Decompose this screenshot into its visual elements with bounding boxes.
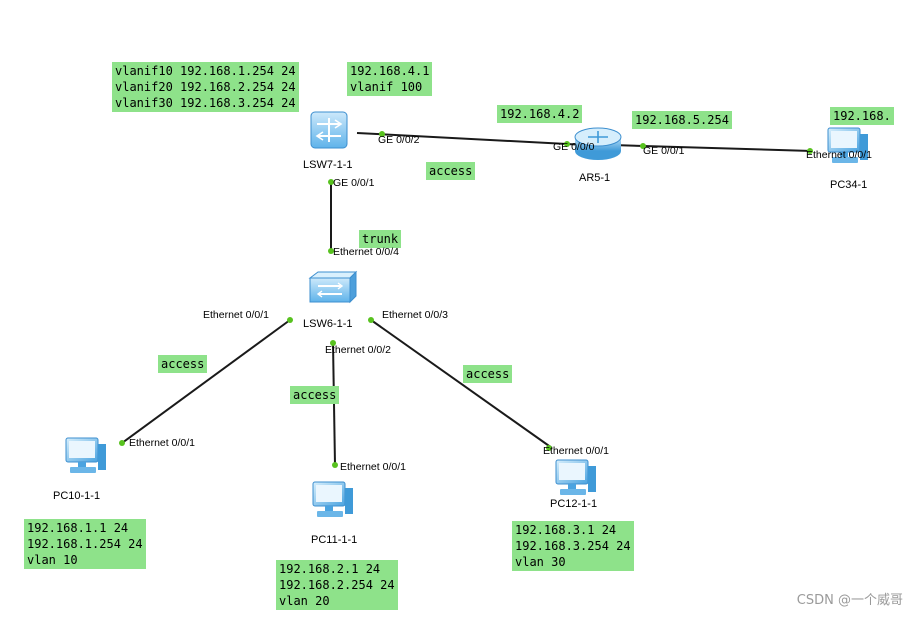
port-label: GE 0/0/0 <box>553 141 595 153</box>
port-label: Ethernet 0/0/1 <box>203 309 269 321</box>
device-name-pc10: PC10-1-1 <box>53 490 101 502</box>
lsw7-vlanif100-note: 192.168.4.1 vlanif 100 <box>347 62 433 96</box>
port-dot <box>379 131 385 137</box>
port-dot <box>546 445 552 451</box>
pc12-config-note: 192.168.3.1 24 192.168.3.254 24 vlan 30 <box>512 521 634 571</box>
port-dot <box>640 143 646 149</box>
pc11-computer-icon <box>312 481 353 517</box>
pc12-computer-icon <box>555 459 596 495</box>
port-dot <box>119 440 125 446</box>
note-line: vlanif30 192.168.3.254 24 <box>115 96 296 110</box>
ar5-ge001-ip-note: 192.168.5.254 <box>632 111 732 129</box>
port-label: GE 0/0/2 <box>378 134 420 146</box>
device-name-lsw7: LSW7-1-1 <box>303 159 353 171</box>
pc11-config-note: 192.168.2.1 24 192.168.2.254 24 vlan 20 <box>276 560 398 610</box>
note-line: 192.168.4.1 <box>350 64 430 78</box>
pc10-computer-icon <box>65 437 106 473</box>
link-type-note: access <box>463 365 513 383</box>
lsw7-vlanif-note: vlanif10 192.168.1.254 24 vlanif20 192.16… <box>112 62 299 112</box>
device-name-pc34: PC34-1 <box>830 179 868 191</box>
port-label: GE 0/0/1 <box>333 177 375 189</box>
ar5-ge000-ip-note: 192.168.4.2 <box>497 105 583 123</box>
port-dot <box>287 317 293 323</box>
note-line: vlanif20 192.168.2.254 24 <box>115 80 296 94</box>
note-line: 192.168.2.1 24 <box>279 562 381 576</box>
note-line: 192.168.3.254 24 <box>515 539 631 553</box>
note-line: vlan 20 <box>279 594 330 608</box>
device-name-ar5: AR5-1 <box>579 172 611 184</box>
port-dot <box>368 317 374 323</box>
note-line: vlanif 100 <box>350 80 423 94</box>
pc34-ip-note: 192.168. <box>830 107 894 125</box>
note-line: vlan 10 <box>27 553 78 567</box>
port-dot <box>807 148 813 154</box>
link-type-note: access <box>158 355 208 373</box>
port-dot <box>332 462 338 468</box>
port-dot <box>328 248 334 254</box>
port-dot <box>330 340 336 346</box>
port-label: Ethernet 0/0/1 <box>340 461 406 473</box>
link-type-note: access <box>290 386 340 404</box>
link-type-note: access <box>426 162 476 180</box>
pc10-config-note: 192.168.1.1 24 192.168.1.254 24 vlan 10 <box>24 519 146 569</box>
link-lsw6-pc10 <box>121 319 291 444</box>
device-name-pc11: PC11-1-1 <box>311 534 358 546</box>
lsw7-switch-icon <box>310 111 348 149</box>
port-dot <box>564 141 570 147</box>
link-lsw6-pc12 <box>370 319 553 449</box>
note-line: 192.168.1.1 24 <box>27 521 129 535</box>
note-line: 192.168.1.254 24 <box>27 537 143 551</box>
note-line: 192.168.2.254 24 <box>279 578 395 592</box>
port-label: Ethernet 0/0/1 <box>806 149 872 161</box>
port-label: Ethernet 0/0/2 <box>325 344 391 356</box>
link-type-note: trunk <box>359 230 402 248</box>
note-line: vlanif10 192.168.1.254 24 <box>115 64 296 78</box>
lsw6-switch-icon <box>308 270 358 304</box>
note-line: vlan 30 <box>515 555 566 569</box>
port-dot <box>328 179 334 185</box>
device-name-lsw6: LSW6-1-1 <box>303 318 353 330</box>
csdn-watermark: CSDN @一个威哥 <box>796 593 903 608</box>
link-lsw7-ar5 <box>356 132 587 146</box>
port-label: Ethernet 0/0/3 <box>382 309 448 321</box>
link-lsw6-pc11 <box>332 342 336 466</box>
ar5-router-icon <box>574 127 622 160</box>
port-label: GE 0/0/1 <box>643 145 685 157</box>
port-label: Ethernet 0/0/1 <box>129 437 195 449</box>
port-label: Ethernet 0/0/4 <box>333 246 399 258</box>
device-name-pc12: PC12-1-1 <box>550 498 598 510</box>
port-label: Ethernet 0/0/1 <box>543 445 609 457</box>
note-line: 192.168.3.1 24 <box>515 523 617 537</box>
pc34-computer-icon <box>827 127 868 163</box>
